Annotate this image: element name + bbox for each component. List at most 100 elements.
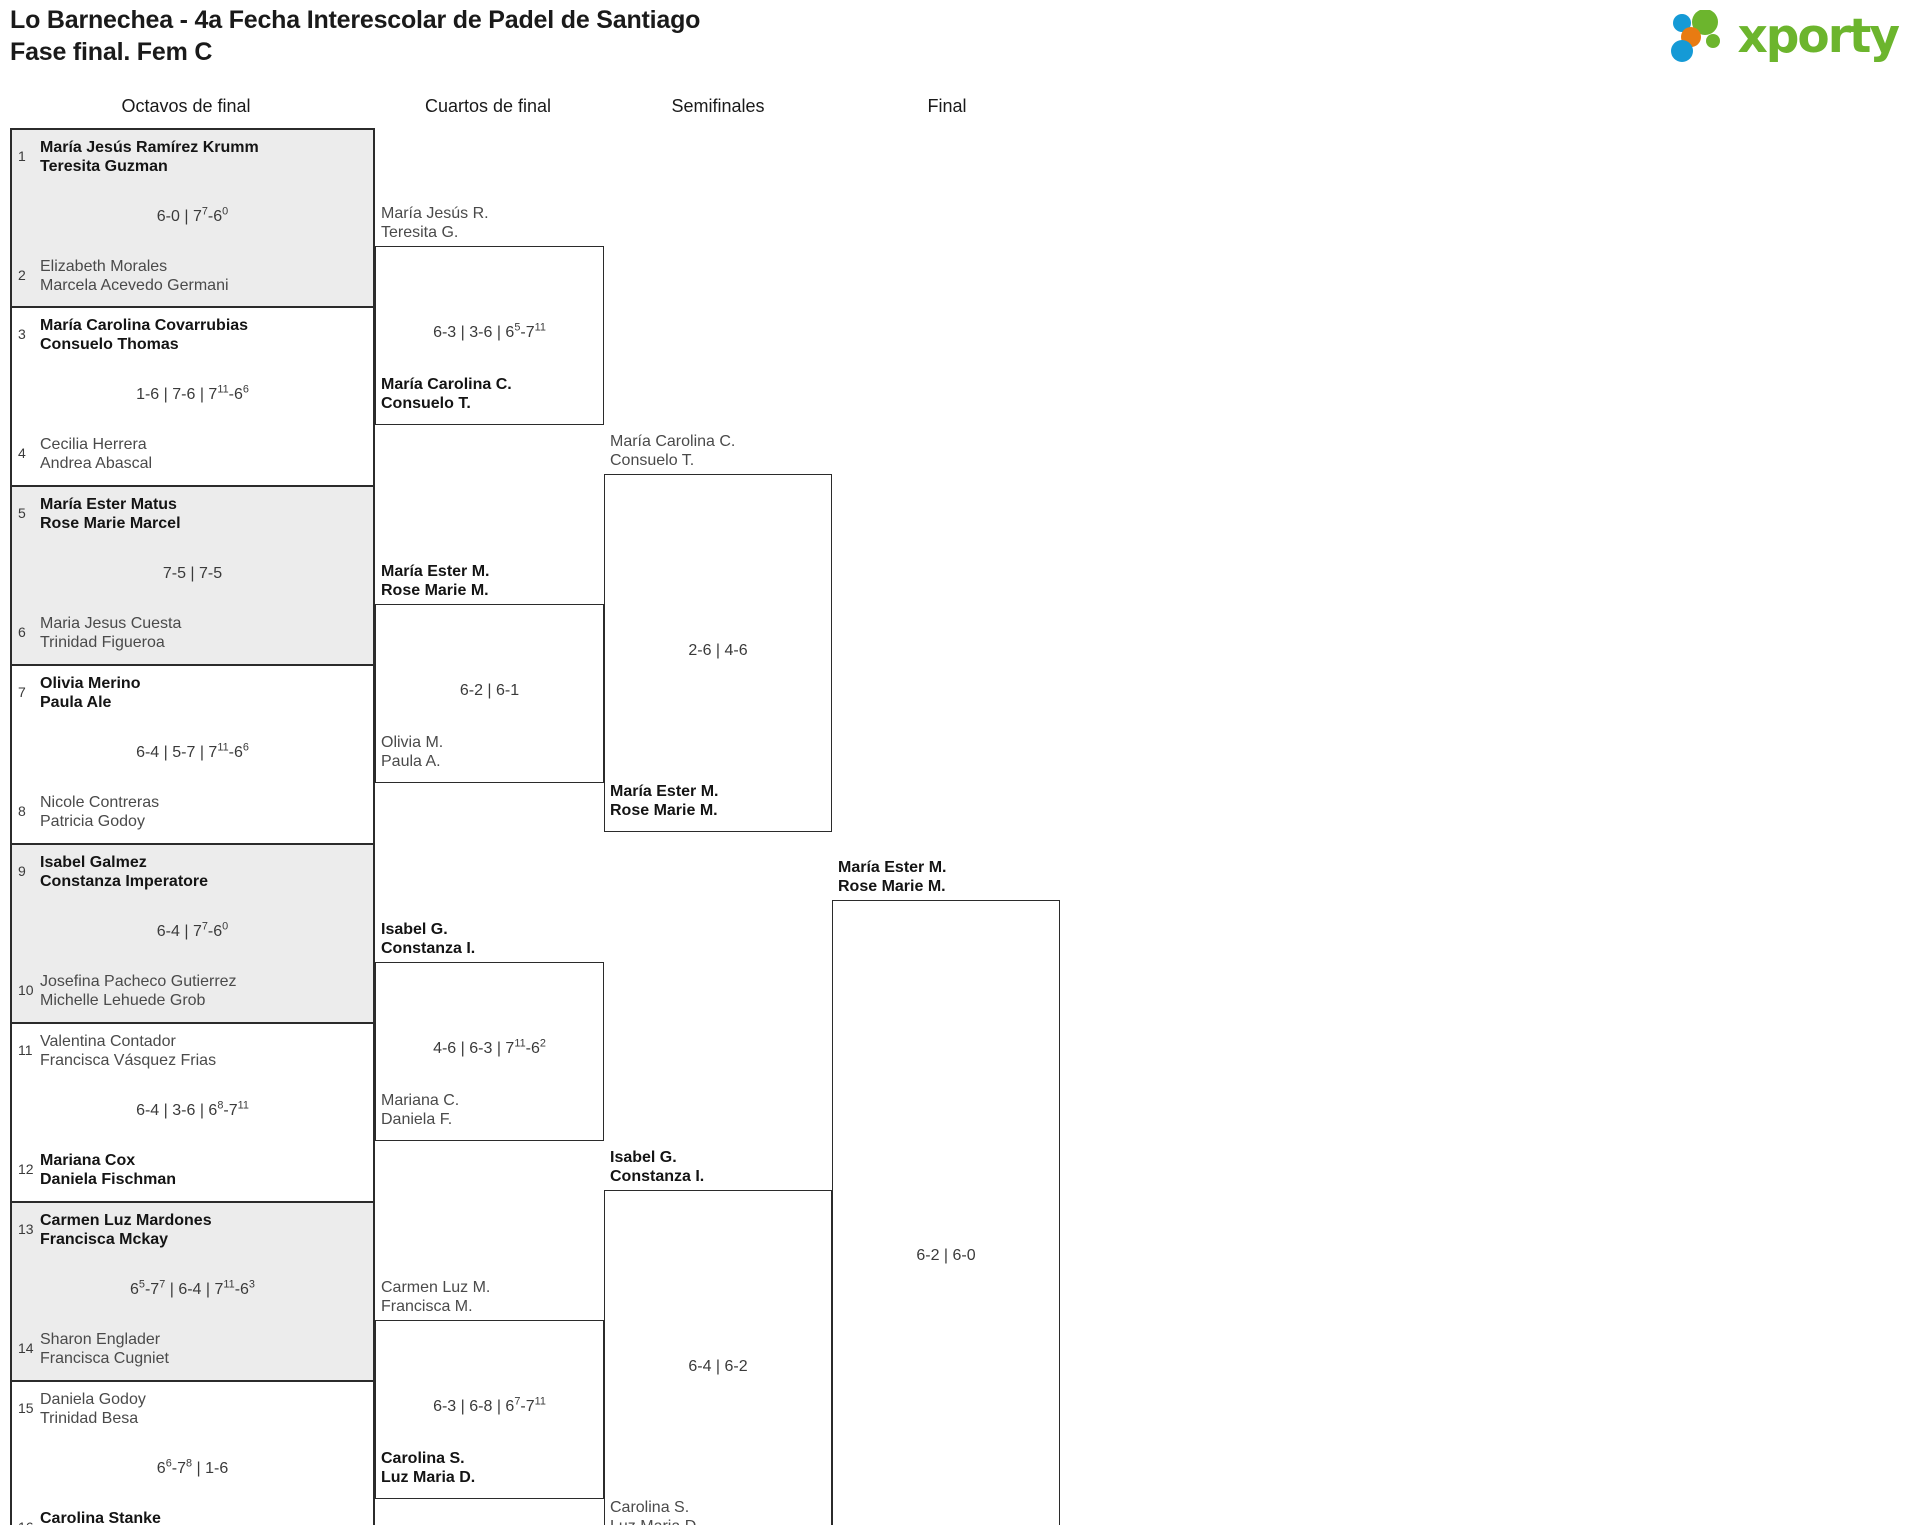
- seed-number: 11: [18, 1042, 33, 1058]
- player-name: Teresita Guzman: [40, 158, 168, 175]
- match-score: 7-5 | 7-5: [162, 564, 223, 582]
- team-pair[interactable]: Carolina S.Luz Maria D.: [381, 1449, 475, 1487]
- team-pair[interactable]: Isabel G.Constanza I.: [381, 920, 475, 958]
- player-name: Olivia Merino: [40, 675, 141, 692]
- player-name: Valentina Contador: [40, 1033, 176, 1050]
- player-name: Rose Marie M.: [838, 877, 946, 895]
- player-name: Carolina S.: [610, 1498, 690, 1516]
- team-pair[interactable]: Mariana C.Daniela F.: [381, 1091, 459, 1129]
- player-name: Daniela Godoy: [40, 1391, 146, 1408]
- player-name: María Ester M.: [838, 858, 947, 876]
- match-score: 65-77 | 6-4 | 711-63: [130, 1278, 255, 1298]
- player-name: Isabel G.: [610, 1148, 677, 1166]
- team-pair[interactable]: Carolina StankeLuz Maria Del Sante: [40, 1509, 367, 1525]
- seed-number: 8: [18, 803, 26, 819]
- match-block-qf[interactable]: [375, 245, 604, 425]
- player-name: Paula Ale: [40, 694, 112, 711]
- team-pair[interactable]: María Jesús R.Teresita G.: [381, 204, 489, 242]
- match-block-qf[interactable]: [375, 603, 604, 783]
- match-score: 6-3 | 3-6 | 65-711: [433, 321, 546, 341]
- player-name: Consuelo Thomas: [40, 336, 179, 353]
- match-score: 6-0 | 77-60: [156, 205, 229, 225]
- match-score: 66-78 | 1-6: [156, 1457, 229, 1477]
- team-pair[interactable]: María Ester M.Rose Marie M.: [381, 562, 489, 600]
- player-name: Michelle Lehuede Grob: [40, 992, 206, 1009]
- round-header-3: Semifinales: [671, 96, 765, 116]
- player-name: María Ester Matus: [40, 496, 177, 513]
- team-pair[interactable]: Carmen Luz M.Francisca M.: [381, 1278, 490, 1316]
- xporty-logo-mark: [1671, 10, 1721, 62]
- xporty-logo-text: xporty: [1737, 8, 1900, 64]
- player-name: María Carolina Covarrubias: [40, 317, 249, 334]
- player-name: Consuelo T.: [610, 451, 695, 469]
- match-score: 6-4 | 77-60: [156, 920, 229, 940]
- player-name: Isabel G.: [381, 920, 448, 938]
- match-block-final[interactable]: [832, 899, 1060, 1525]
- seed-number: 5: [18, 505, 26, 521]
- seed-number: 7: [18, 684, 26, 700]
- match-score: 2-6 | 4-6: [688, 641, 748, 659]
- seed-number: 13: [18, 1221, 34, 1237]
- player-name: Constanza Imperatore: [40, 873, 209, 890]
- player-name: María Carolina C.: [610, 432, 736, 450]
- team-pair[interactable]: Olivia M.Paula A.: [381, 733, 443, 771]
- player-name: Constanza I.: [381, 939, 476, 957]
- match-block-sf[interactable]: [604, 473, 832, 832]
- seed-number: 9: [18, 863, 26, 879]
- round-header-2: Cuartos de final: [424, 96, 552, 116]
- team-pair[interactable]: Isabel G.Constanza I.: [610, 1148, 704, 1186]
- seed-number: 14: [18, 1340, 34, 1356]
- match-block-qf[interactable]: [375, 1319, 604, 1499]
- player-name: Paula A.: [381, 752, 441, 770]
- xporty-logo[interactable]: xporty: [1669, 8, 1900, 64]
- player-name: Rose Marie M.: [610, 801, 718, 819]
- match-block-sf[interactable]: [604, 1189, 832, 1525]
- player-name: Elizabeth Morales: [40, 258, 168, 275]
- player-name: Mariana C.: [381, 1091, 460, 1109]
- match-score: 6-2 | 6-0: [916, 1246, 976, 1264]
- team-pair[interactable]: Carolina S.Luz Maria D.: [610, 1498, 701, 1525]
- team-pair[interactable]: María Carolina C.Consuelo T.: [610, 432, 735, 470]
- match-score: 6-3 | 6-8 | 67-711: [433, 1395, 546, 1415]
- player-name: Patricia Godoy: [40, 813, 145, 830]
- team-pair[interactable]: María Ester M.Rose Marie M.: [610, 782, 718, 820]
- round-header-4: Final: [927, 96, 967, 116]
- player-name: María Ester M.: [610, 782, 719, 800]
- team-pair[interactable]: María Carolina C.Consuelo T.: [381, 375, 512, 413]
- seed-number: 3: [18, 326, 26, 342]
- seed-number: 6: [18, 624, 26, 640]
- player-name: Francisca M.: [381, 1297, 473, 1315]
- player-name: Luz Maria D.: [610, 1517, 701, 1525]
- player-name: Rose Marie M.: [381, 581, 489, 599]
- player-name: Maria Jesus Cuesta: [40, 615, 182, 632]
- team-pair[interactable]: María Ester M.Rose Marie M.: [838, 858, 946, 896]
- match-score: 4-6 | 6-3 | 711-62: [433, 1037, 546, 1057]
- match-block-qf[interactable]: [375, 961, 604, 1141]
- player-name: Sharon Englader: [40, 1331, 161, 1348]
- player-name: Rose Marie Marcel: [40, 515, 181, 532]
